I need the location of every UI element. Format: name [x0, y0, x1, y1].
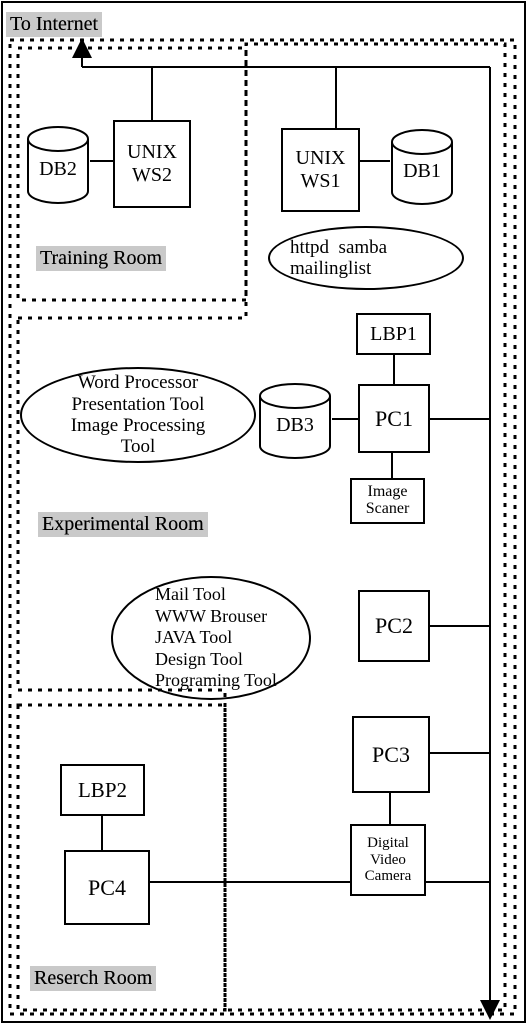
ws1-services-line1: httpd samba	[290, 236, 388, 258]
unix-ws2-box: UNIX WS2	[113, 120, 191, 208]
db3-cylinder: DB3	[258, 382, 332, 460]
building-border	[8, 38, 517, 1016]
pc2-label: PC2	[375, 613, 413, 639]
pc1-box: PC1	[358, 384, 430, 453]
unix-ws1-line2: WS1	[300, 170, 341, 192]
pc2-tools-line3: JAVA Tool	[155, 627, 233, 648]
db1-cylinder-icon	[391, 129, 453, 205]
pc3-label: PC3	[372, 741, 410, 767]
room-borders	[8, 38, 517, 1016]
pc2-tools-line2: WWW Brouser	[155, 605, 268, 626]
unix-ws1-box: UNIX WS1	[281, 128, 360, 212]
lbp1-label: LBP1	[370, 322, 417, 345]
unix-ws2-line2: WS2	[132, 164, 172, 186]
pc2-tools-line4: Design Tool	[155, 648, 243, 669]
db3-label: DB3	[276, 413, 314, 436]
db2-cylinder: DB2	[26, 125, 90, 205]
pc1-tools-line2: Presentation Tool	[71, 393, 205, 415]
research-room-border	[16, 703, 227, 1012]
experimental-room-label: Experimental Room	[38, 512, 208, 537]
unix-ws1-line1: UNIX	[295, 147, 346, 169]
image-scanner-line2: Scaner	[365, 500, 410, 517]
pc1-tools-line4: Tool	[120, 436, 156, 458]
digital-video-camera-box: Digital Video Camera	[350, 824, 426, 896]
to-internet-label: To Internet	[6, 12, 103, 37]
camera-line3: Camera	[364, 868, 412, 885]
lbp2-box: LBP2	[60, 764, 145, 816]
image-scanner-line1: Image	[367, 483, 408, 501]
pc3-box: PC3	[352, 716, 430, 793]
db1-cylinder: DB1	[390, 128, 454, 206]
ws1-services-line2: mailinglist	[290, 258, 372, 279]
lbp2-label: LBP2	[77, 777, 127, 802]
backbone-lines	[72, 38, 500, 1020]
training-room-label: Training Room	[36, 246, 167, 271]
pc2-tools-bubble: Mail Tool WWW Brouser JAVA Tool Design T…	[111, 576, 311, 700]
pc2-box: PC2	[358, 590, 430, 662]
unix-ws2-line1: UNIX	[127, 141, 177, 163]
pc2-tools-line5: Programing Tool	[155, 670, 277, 691]
pc1-tools-line3: Image Processing	[70, 415, 206, 436]
pc1-tools-bubble: Word Processor Presentation Tool Image P…	[20, 367, 256, 463]
pc2-tools-line1: Mail Tool	[155, 584, 226, 605]
pc4-label: PC4	[88, 874, 126, 900]
research-room-label: Reserch Room	[30, 966, 157, 991]
image-scanner-box: Image Scaner	[350, 478, 425, 524]
camera-line2: Video	[370, 851, 406, 868]
camera-line1: Digital	[367, 835, 409, 852]
db2-label: DB2	[39, 157, 77, 180]
db3-cylinder-icon	[259, 383, 331, 459]
pc1-tools-line1: Word Processor	[77, 372, 199, 394]
pc1-label: PC1	[375, 405, 413, 431]
lbp1-box: LBP1	[356, 313, 431, 355]
db1-label: DB1	[403, 159, 441, 182]
ws1-services-bubble: httpd samba mailinglist	[268, 226, 464, 290]
db2-cylinder-icon	[27, 126, 89, 204]
pc4-box: PC4	[64, 850, 150, 925]
